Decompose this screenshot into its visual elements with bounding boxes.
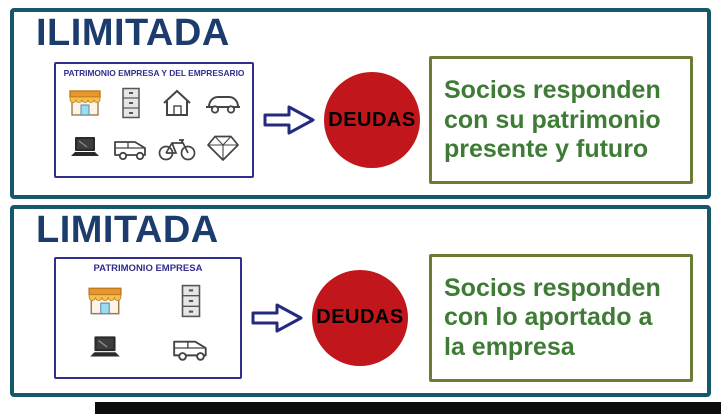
right-arrow-icon [262,103,316,137]
patrimonio-label: PATRIMONIO EMPRESA Y DEL EMPRESARIO [63,68,245,79]
diamond-icon [200,126,246,170]
result-box: Socios responden con su patrimonio prese… [429,56,693,185]
file-cabinet-icon [108,80,154,126]
panel-title: LIMITADA [36,209,219,251]
panel-title: ILIMITADA [36,12,230,54]
patrimonio-icons [56,78,252,176]
deudas-circle: DEUDAS [324,72,420,169]
result-text: Socios responden con su patrimonio prese… [444,76,661,164]
deudas-circle: DEUDAS [312,269,408,366]
patrimonio-icons [56,274,240,377]
house-icon [154,80,200,126]
panel-limitada: LIMITADA PATRIMONIO EMPRESA [10,205,711,397]
patrimonio-box: PATRIMONIO EMPRESA [54,256,242,379]
right-arrow-icon [250,301,304,335]
car-icon [200,80,246,126]
result-box: Socios responden con lo aportado a la em… [429,253,693,382]
laptop-icon [62,126,108,170]
van-icon [108,126,154,170]
deudas-label: DEUDAS [328,108,416,131]
bicycle-icon [154,126,200,170]
deudas-label: DEUDAS [316,306,404,329]
result-text: Socios responden con lo aportado a la em… [444,273,661,361]
patrimonio-box: PATRIMONIO EMPRESA Y DEL EMPRESARIO [54,62,254,179]
store-icon [62,276,148,326]
panel-ilimitada: ILIMITADA PATRIMONIO EMPRESA Y DEL EMPRE… [10,8,711,199]
panel-content-row: PATRIMONIO EMPRESA Y DEL EMPRESARIO [14,54,707,195]
panel-content-row: PATRIMONIO EMPRESA [14,251,707,393]
video-bottom-bar [95,402,721,414]
file-cabinet-icon [148,276,234,326]
laptop-icon [62,325,148,371]
patrimonio-label: PATRIMONIO EMPRESA [93,262,203,274]
van-icon [148,325,234,371]
store-icon [62,80,108,126]
